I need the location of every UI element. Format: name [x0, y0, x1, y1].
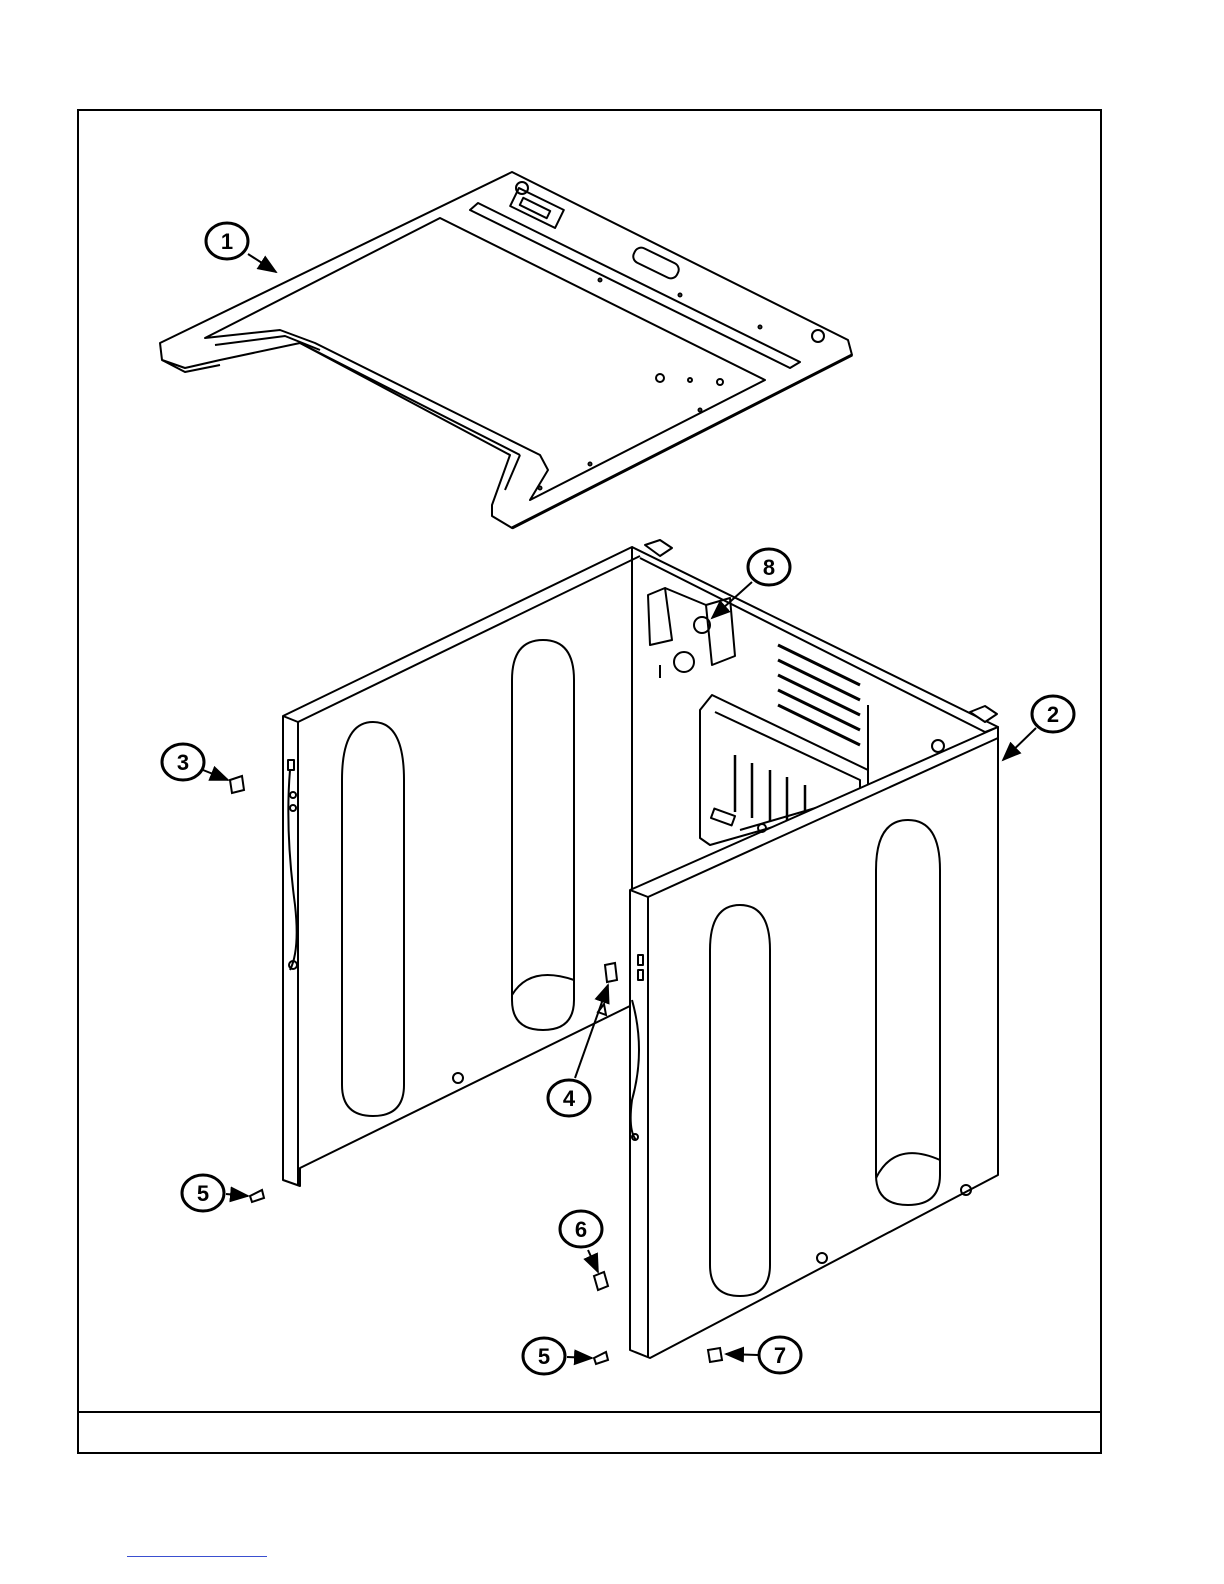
- callout-number: 8: [763, 555, 775, 580]
- callout-leader-line: [226, 1194, 248, 1196]
- callout-c6: 6: [560, 1211, 602, 1272]
- callout-c5a: 5: [182, 1175, 248, 1211]
- callout-c7: 7: [726, 1337, 801, 1373]
- callout-number: 5: [197, 1181, 209, 1206]
- part-screw-5b: [594, 1352, 608, 1364]
- callout-leader-line: [567, 1357, 592, 1358]
- part-foot-6: [594, 1272, 608, 1290]
- callout-c5b: 5: [523, 1338, 592, 1374]
- bottom-link-underline: [127, 1556, 267, 1557]
- callout-leader-line: [248, 254, 276, 272]
- callout-number: 4: [563, 1086, 576, 1111]
- callout-number: 7: [774, 1343, 786, 1368]
- callout-leader-line: [1003, 728, 1036, 760]
- callout-c3: 3: [162, 744, 228, 780]
- callout-c8: 8: [712, 549, 790, 618]
- callout-number: 2: [1047, 702, 1059, 727]
- part-clip-3: [230, 776, 244, 793]
- cabinet: [283, 540, 998, 1358]
- part-screw-5a: [250, 1190, 264, 1202]
- callout-number: 5: [538, 1344, 550, 1369]
- callout-leader-line: [203, 770, 228, 780]
- callout-leader-line: [588, 1250, 598, 1272]
- callout-c1: 1: [206, 223, 276, 272]
- top-panel: [160, 172, 852, 528]
- callout-number: 6: [575, 1217, 587, 1242]
- callout-c2: 2: [1003, 696, 1074, 760]
- callout-number: 3: [177, 750, 189, 775]
- callout-leader-line: [726, 1354, 758, 1355]
- callout-number: 1: [221, 229, 233, 254]
- part-screw-7: [708, 1348, 722, 1362]
